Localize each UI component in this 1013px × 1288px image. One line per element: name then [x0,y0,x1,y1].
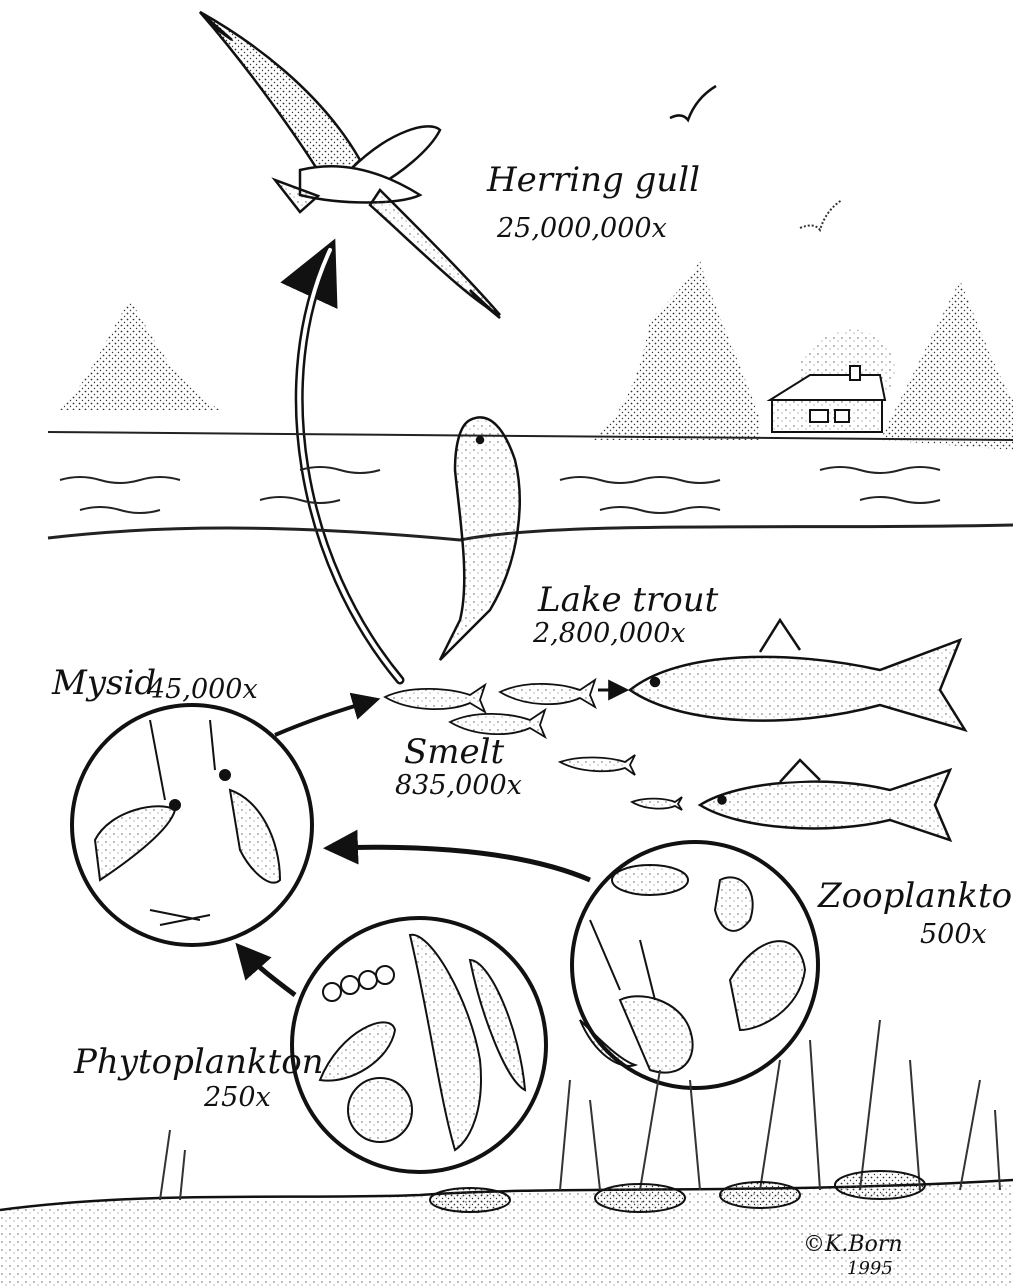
gull-icon [200,12,500,318]
herring-gull-name: Herring gull [487,163,700,199]
lake-trout-name: Lake trout [538,583,718,619]
zooplankton-factor: 500x [920,921,987,949]
artist-year: 1995 [847,1260,893,1279]
smelt-name: Smelt [404,735,504,771]
mysid-icon [72,705,312,945]
smelt-factor: 835,000x [395,772,522,800]
distant-bird-icon [670,86,716,120]
tree-icon [60,300,220,410]
trout-icon [700,760,950,840]
phytoplankton-factor: 250x [204,1084,271,1112]
zooplankton-name: Zooplankton [818,879,1013,915]
cabin-icon [770,366,885,432]
artist-signature: ©K.Born [803,1233,903,1256]
mysid-name: Mysid [52,666,156,702]
herring-gull-factor: 25,000,000x [497,215,667,243]
mysid-factor: 45,000x [148,676,258,704]
arrow-zooplankton-to-mysid [330,847,590,880]
arrow-mysid-to-smelt [275,700,375,735]
lake-trout-factor: 2,800,000x [533,620,686,648]
water-surface [48,432,1013,540]
arrow-phytoplankton-to-mysid [240,948,295,995]
phytoplankton-icon [292,918,546,1172]
zooplankton-icon [572,842,818,1088]
phytoplankton-name: Phytoplankton [74,1045,324,1081]
arrow-smelt-to-gull [299,250,400,680]
distant-bird-icon [800,200,842,230]
